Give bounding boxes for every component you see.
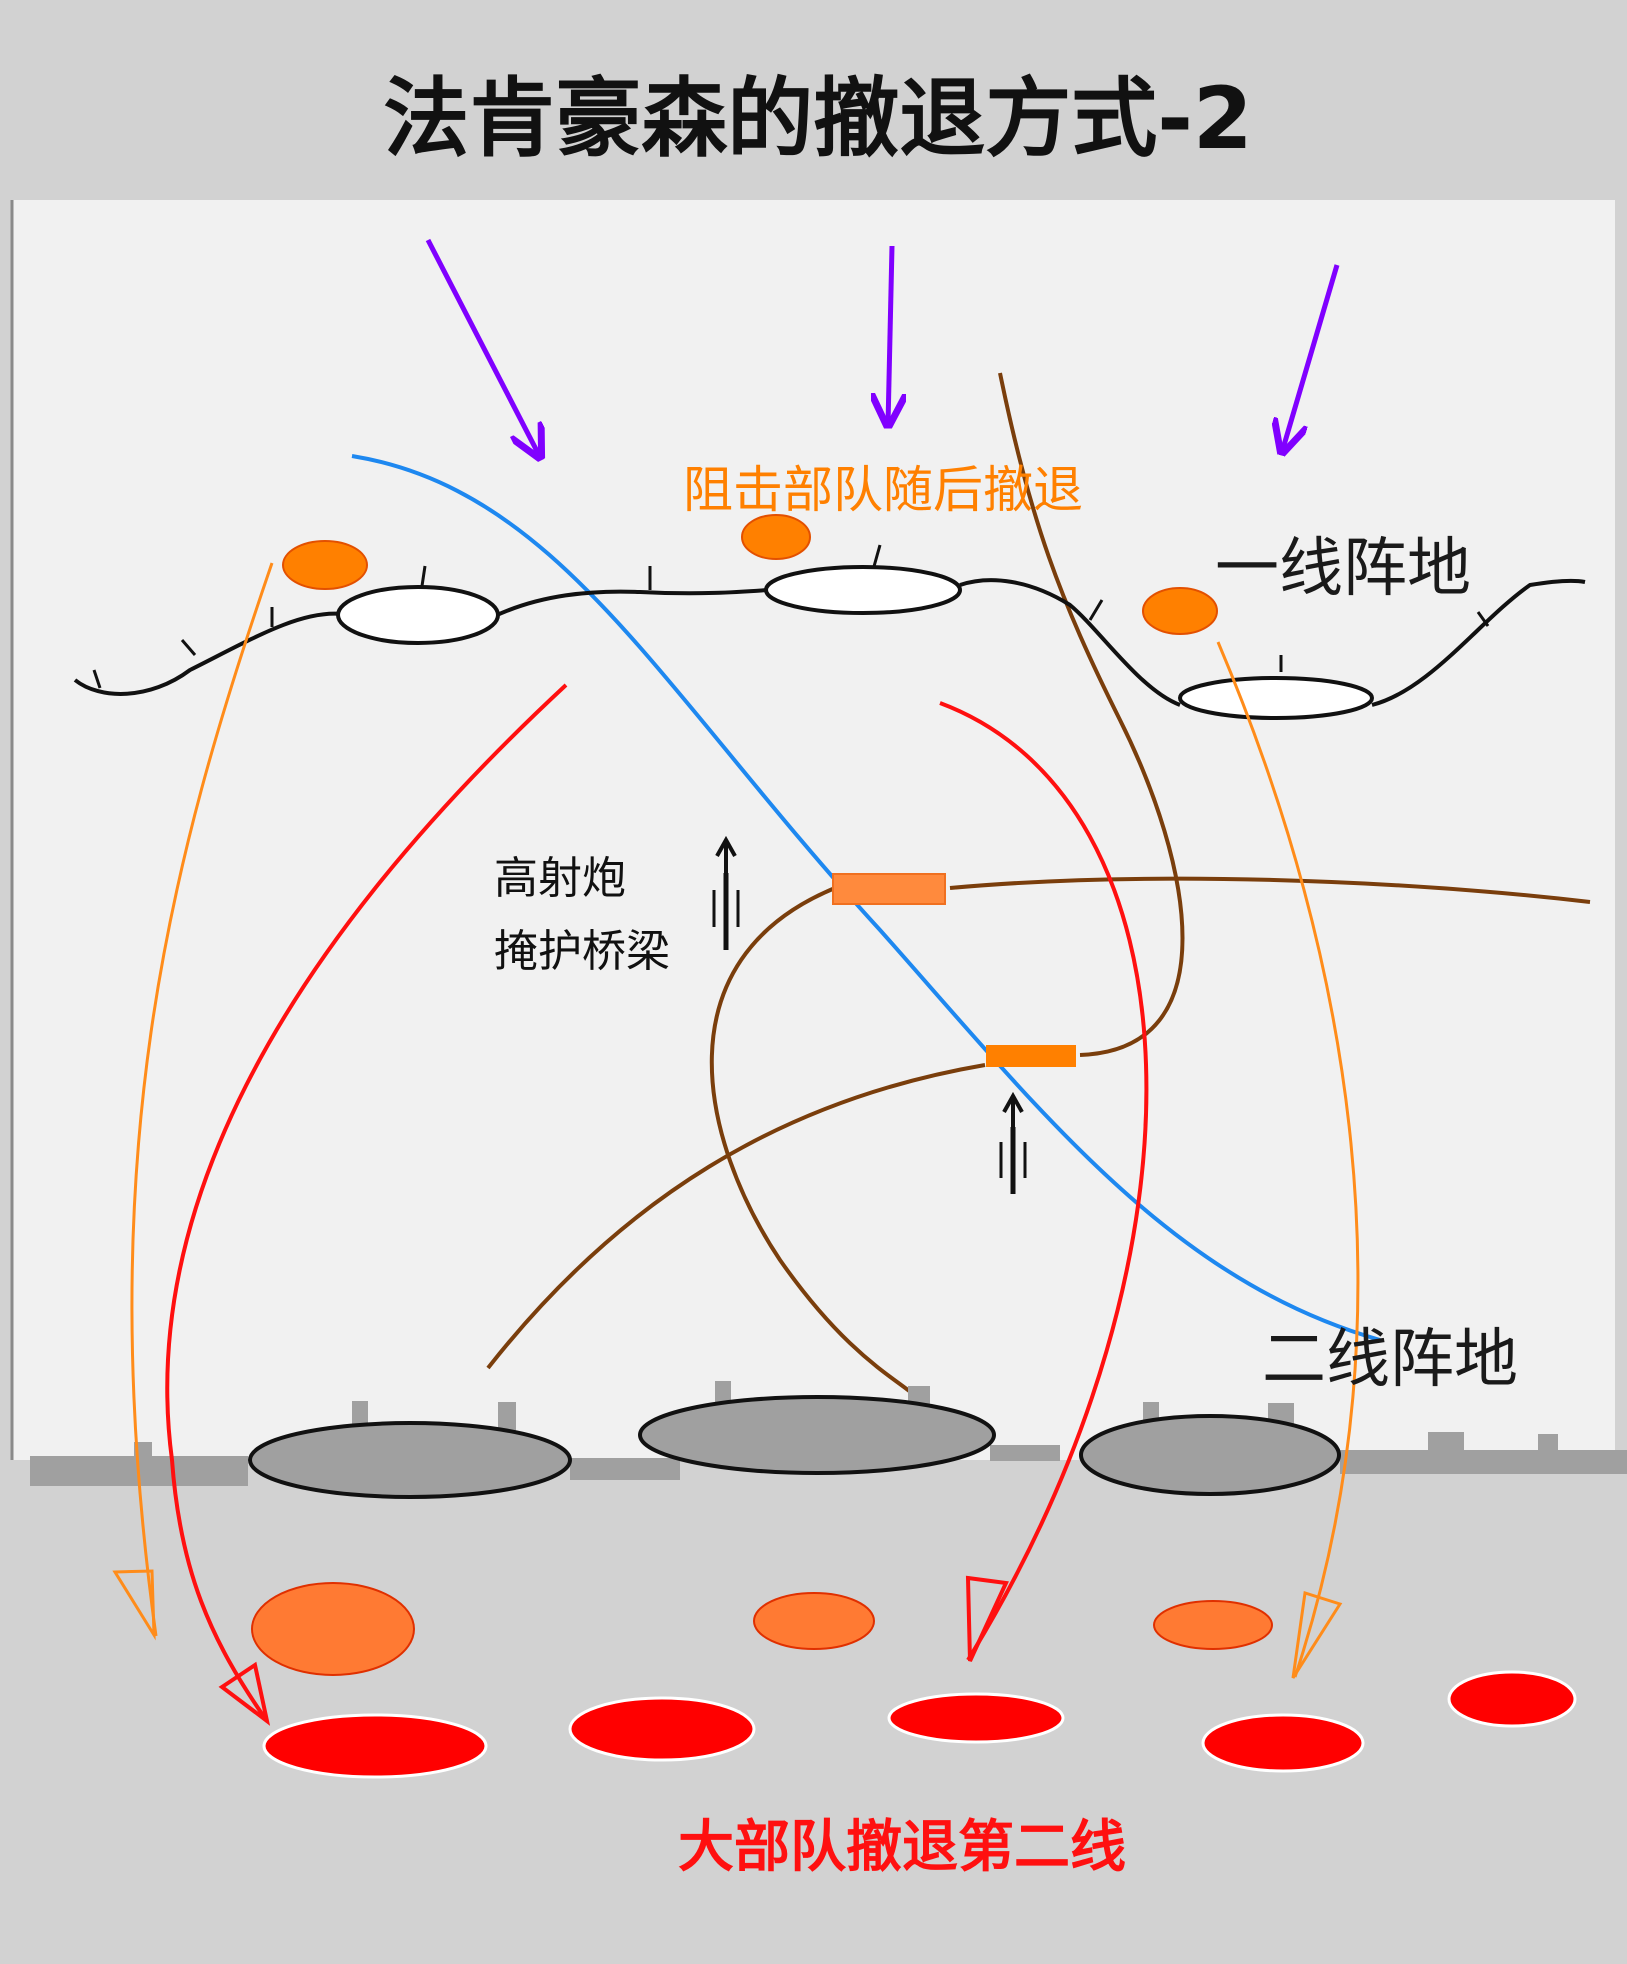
rearguard-withdrawal-arrow [1216,641,1360,1678]
main-force-position [887,1692,1065,1744]
road-southwest [486,1063,986,1370]
rearguard-units [282,514,1218,635]
main-force-label: 大部队撤退第二线 [678,1815,1126,1880]
withdrawn-rearguard-position [1153,1600,1273,1650]
anti-aircraft-label-line1: 高射炮 [494,853,626,904]
rearguard-unit [1142,587,1218,635]
bridge-icon [832,873,946,905]
rearguard-unit [741,514,811,560]
road-west-loop [709,886,922,1402]
first-line-position [1178,676,1374,720]
arrowhead-open [112,1569,156,1641]
anti-aircraft-gun-icon [999,1091,1027,1194]
river [351,454,1381,1342]
rearguard-withdrawal-arrows [112,562,1360,1679]
withdrawn-rearguard-positions [251,1582,1273,1676]
withdrawn-rearguard-position [753,1592,875,1650]
main-force-withdrawal-arrows [165,683,1149,1726]
page-title: 法肯豪森的撤退方式-2 [383,69,1253,169]
second-line-label: 二线阵地 [1262,1323,1518,1397]
first-line-label: 一线阵地 [1215,532,1471,606]
purple-arrow-icon [888,245,892,425]
first-line-position [764,565,962,615]
purple-arrow-icon [425,238,540,457]
withdrawn-rearguard-position [251,1582,415,1676]
anti-aircraft-gun-icon [712,835,740,950]
rearguard-unit [282,540,368,590]
bridge-icon [986,1045,1076,1067]
main-force-withdrawal-arrow [939,701,1149,1662]
rearguard-withdrawal-arrow [130,562,274,1637]
enemy-advance-arrows [425,238,1340,457]
arrowhead-open [1291,1591,1343,1679]
first-line-positions [336,565,1374,720]
trench-ticks [92,544,1490,689]
main-force-positions [262,1670,1577,1779]
road-north [998,372,1185,1057]
second-line-position [1079,1414,1341,1496]
main-force-position [568,1696,756,1762]
first-line-trench [73,578,1586,707]
main-force-withdrawal-arrow [165,683,568,1723]
second-line-positions [248,1395,1341,1499]
second-line-position [248,1421,572,1499]
roads [486,372,1591,1402]
arrowhead-open [965,1575,1009,1662]
main-force-position [262,1713,488,1779]
purple-arrow-icon [1282,264,1340,452]
rearguard-label: 阻击部队随后撤退 [683,461,1083,519]
second-line-position [638,1395,996,1475]
first-line-position [336,585,500,645]
main-force-position [1201,1713,1365,1773]
anti-aircraft-label-line2: 掩护桥梁 [494,926,670,977]
arrowhead-open [218,1661,271,1726]
map-panel [12,200,1615,1460]
road-east [949,876,1591,904]
main-force-position [1447,1670,1577,1728]
